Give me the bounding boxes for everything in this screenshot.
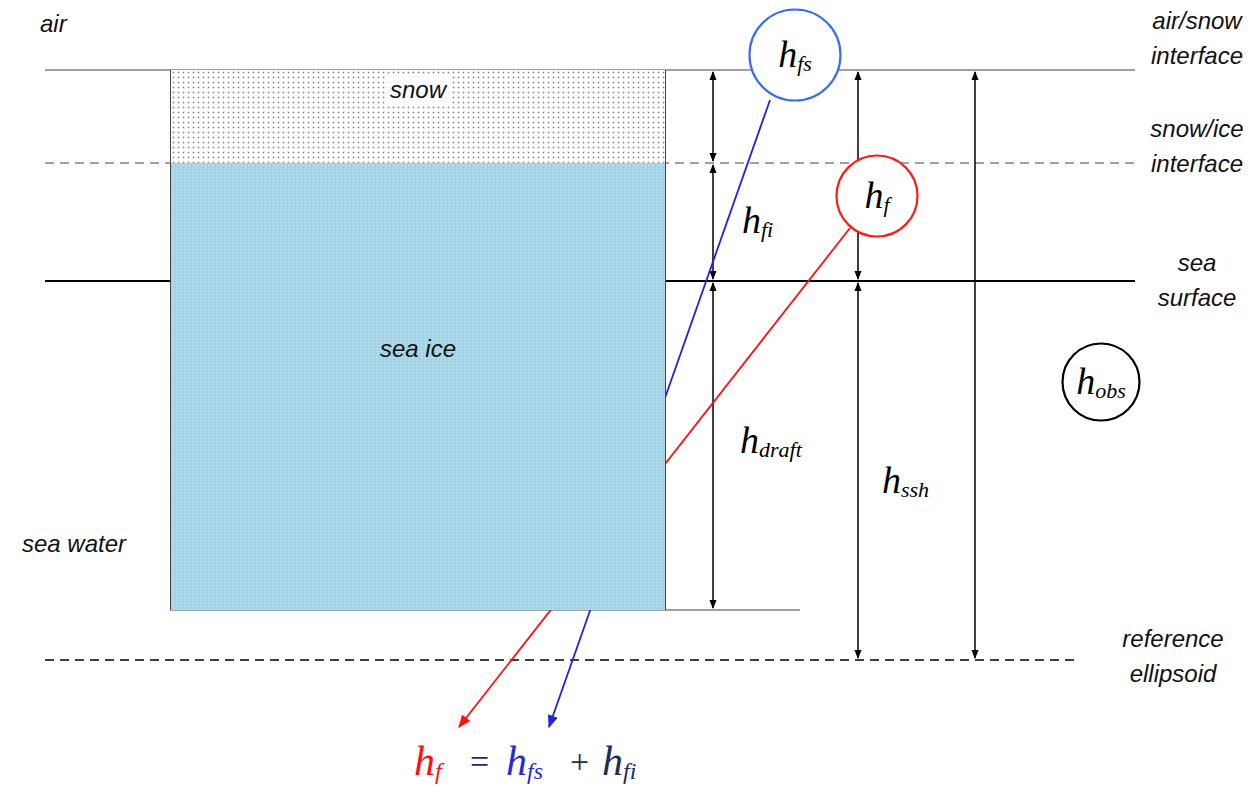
observation-circle: hobs	[1061, 342, 1141, 422]
equation-term: hf	[414, 736, 442, 786]
dimension-arrow	[974, 72, 976, 658]
node-label: sea ice	[380, 333, 456, 364]
medium-label: air	[40, 8, 67, 39]
freeboard-circle: hfs	[748, 8, 842, 102]
height-symbol: hf	[864, 173, 889, 219]
equation-term: hfi	[602, 736, 636, 786]
height-symbol: hobs	[1076, 359, 1126, 405]
dimension-arrow	[712, 283, 714, 608]
interface-label: snow/ice interface	[1142, 112, 1252, 182]
dimension-arrow	[857, 283, 859, 658]
medium-label: sea water	[22, 528, 126, 559]
height-symbol: hdraft	[740, 418, 802, 464]
reference-ellipsoid-line	[45, 659, 1080, 661]
interface-label: air/snow interface	[1142, 4, 1252, 74]
dimension-arrow	[712, 72, 714, 161]
height-symbol: hfi	[742, 198, 773, 244]
interface-label: sea surface	[1142, 246, 1252, 316]
sea-ice-block: sea ice	[170, 163, 666, 610]
node-label: snow	[386, 74, 450, 105]
equation-term: hfs	[506, 736, 543, 786]
circle-shape	[1063, 344, 1140, 421]
freeboard-circle: hf	[835, 154, 919, 238]
height-symbol: hfs	[778, 32, 812, 78]
equation-operator: +	[570, 738, 589, 786]
circle-shape	[750, 10, 841, 101]
equation-operator: =	[470, 738, 489, 786]
interface-label: reference ellipsoid	[1110, 622, 1236, 692]
height-symbol: hssh	[882, 458, 929, 504]
circle-shape	[837, 156, 918, 237]
snow-layer: snow	[170, 70, 666, 163]
